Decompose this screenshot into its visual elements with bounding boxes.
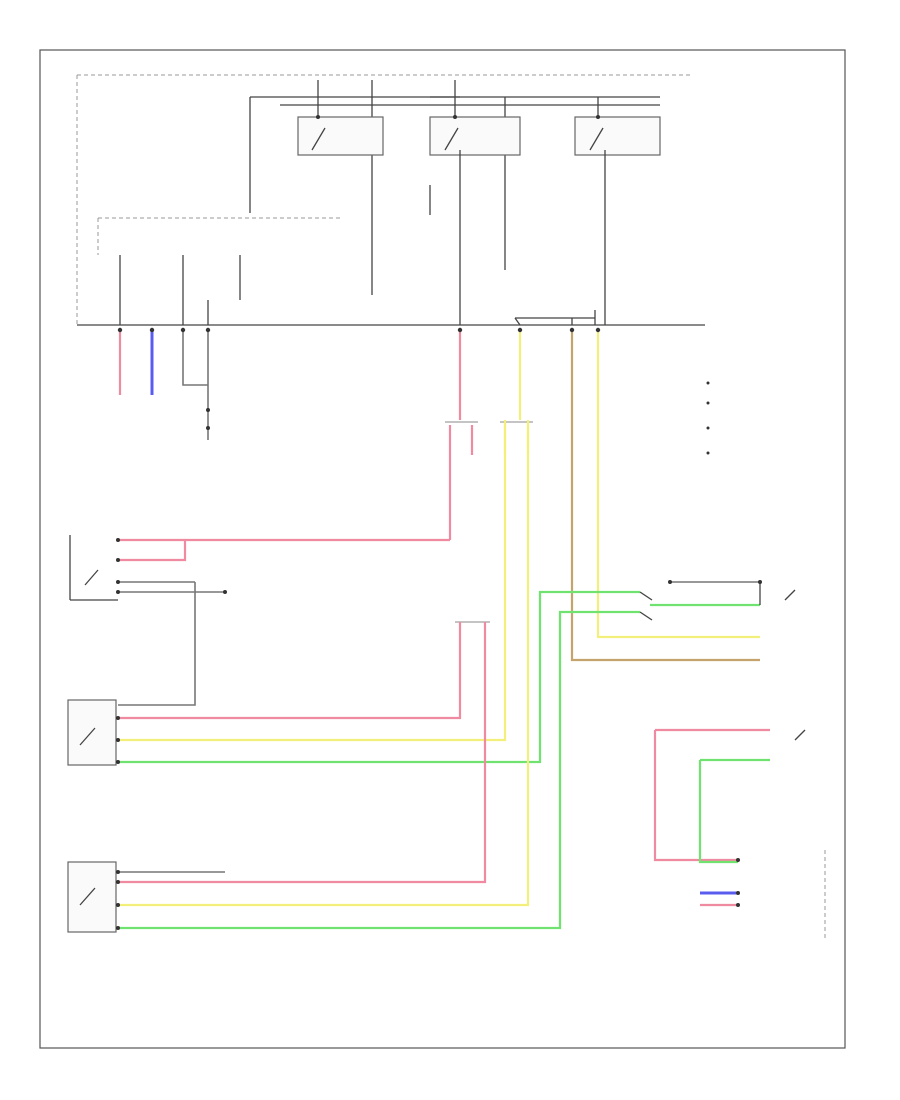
mid-splice xyxy=(455,621,490,640)
module-right-harness xyxy=(457,327,760,662)
top-bus-lines xyxy=(249,80,660,295)
relay-2 xyxy=(429,115,521,156)
right-switch-assembly xyxy=(639,580,796,621)
splice-junction xyxy=(445,421,533,540)
relay-1 xyxy=(297,115,384,156)
diagram-frame xyxy=(39,49,846,1049)
sensor-1 xyxy=(69,535,450,706)
legend xyxy=(706,381,710,455)
module-left-harness xyxy=(117,327,211,440)
sub-module-box xyxy=(97,217,340,255)
relay-3 xyxy=(574,115,661,156)
control-module-box xyxy=(76,74,705,326)
right-lower-connector xyxy=(653,728,826,940)
relay-output-lines xyxy=(119,150,606,326)
sensor-3 xyxy=(67,420,640,933)
sensor-2 xyxy=(67,420,640,766)
